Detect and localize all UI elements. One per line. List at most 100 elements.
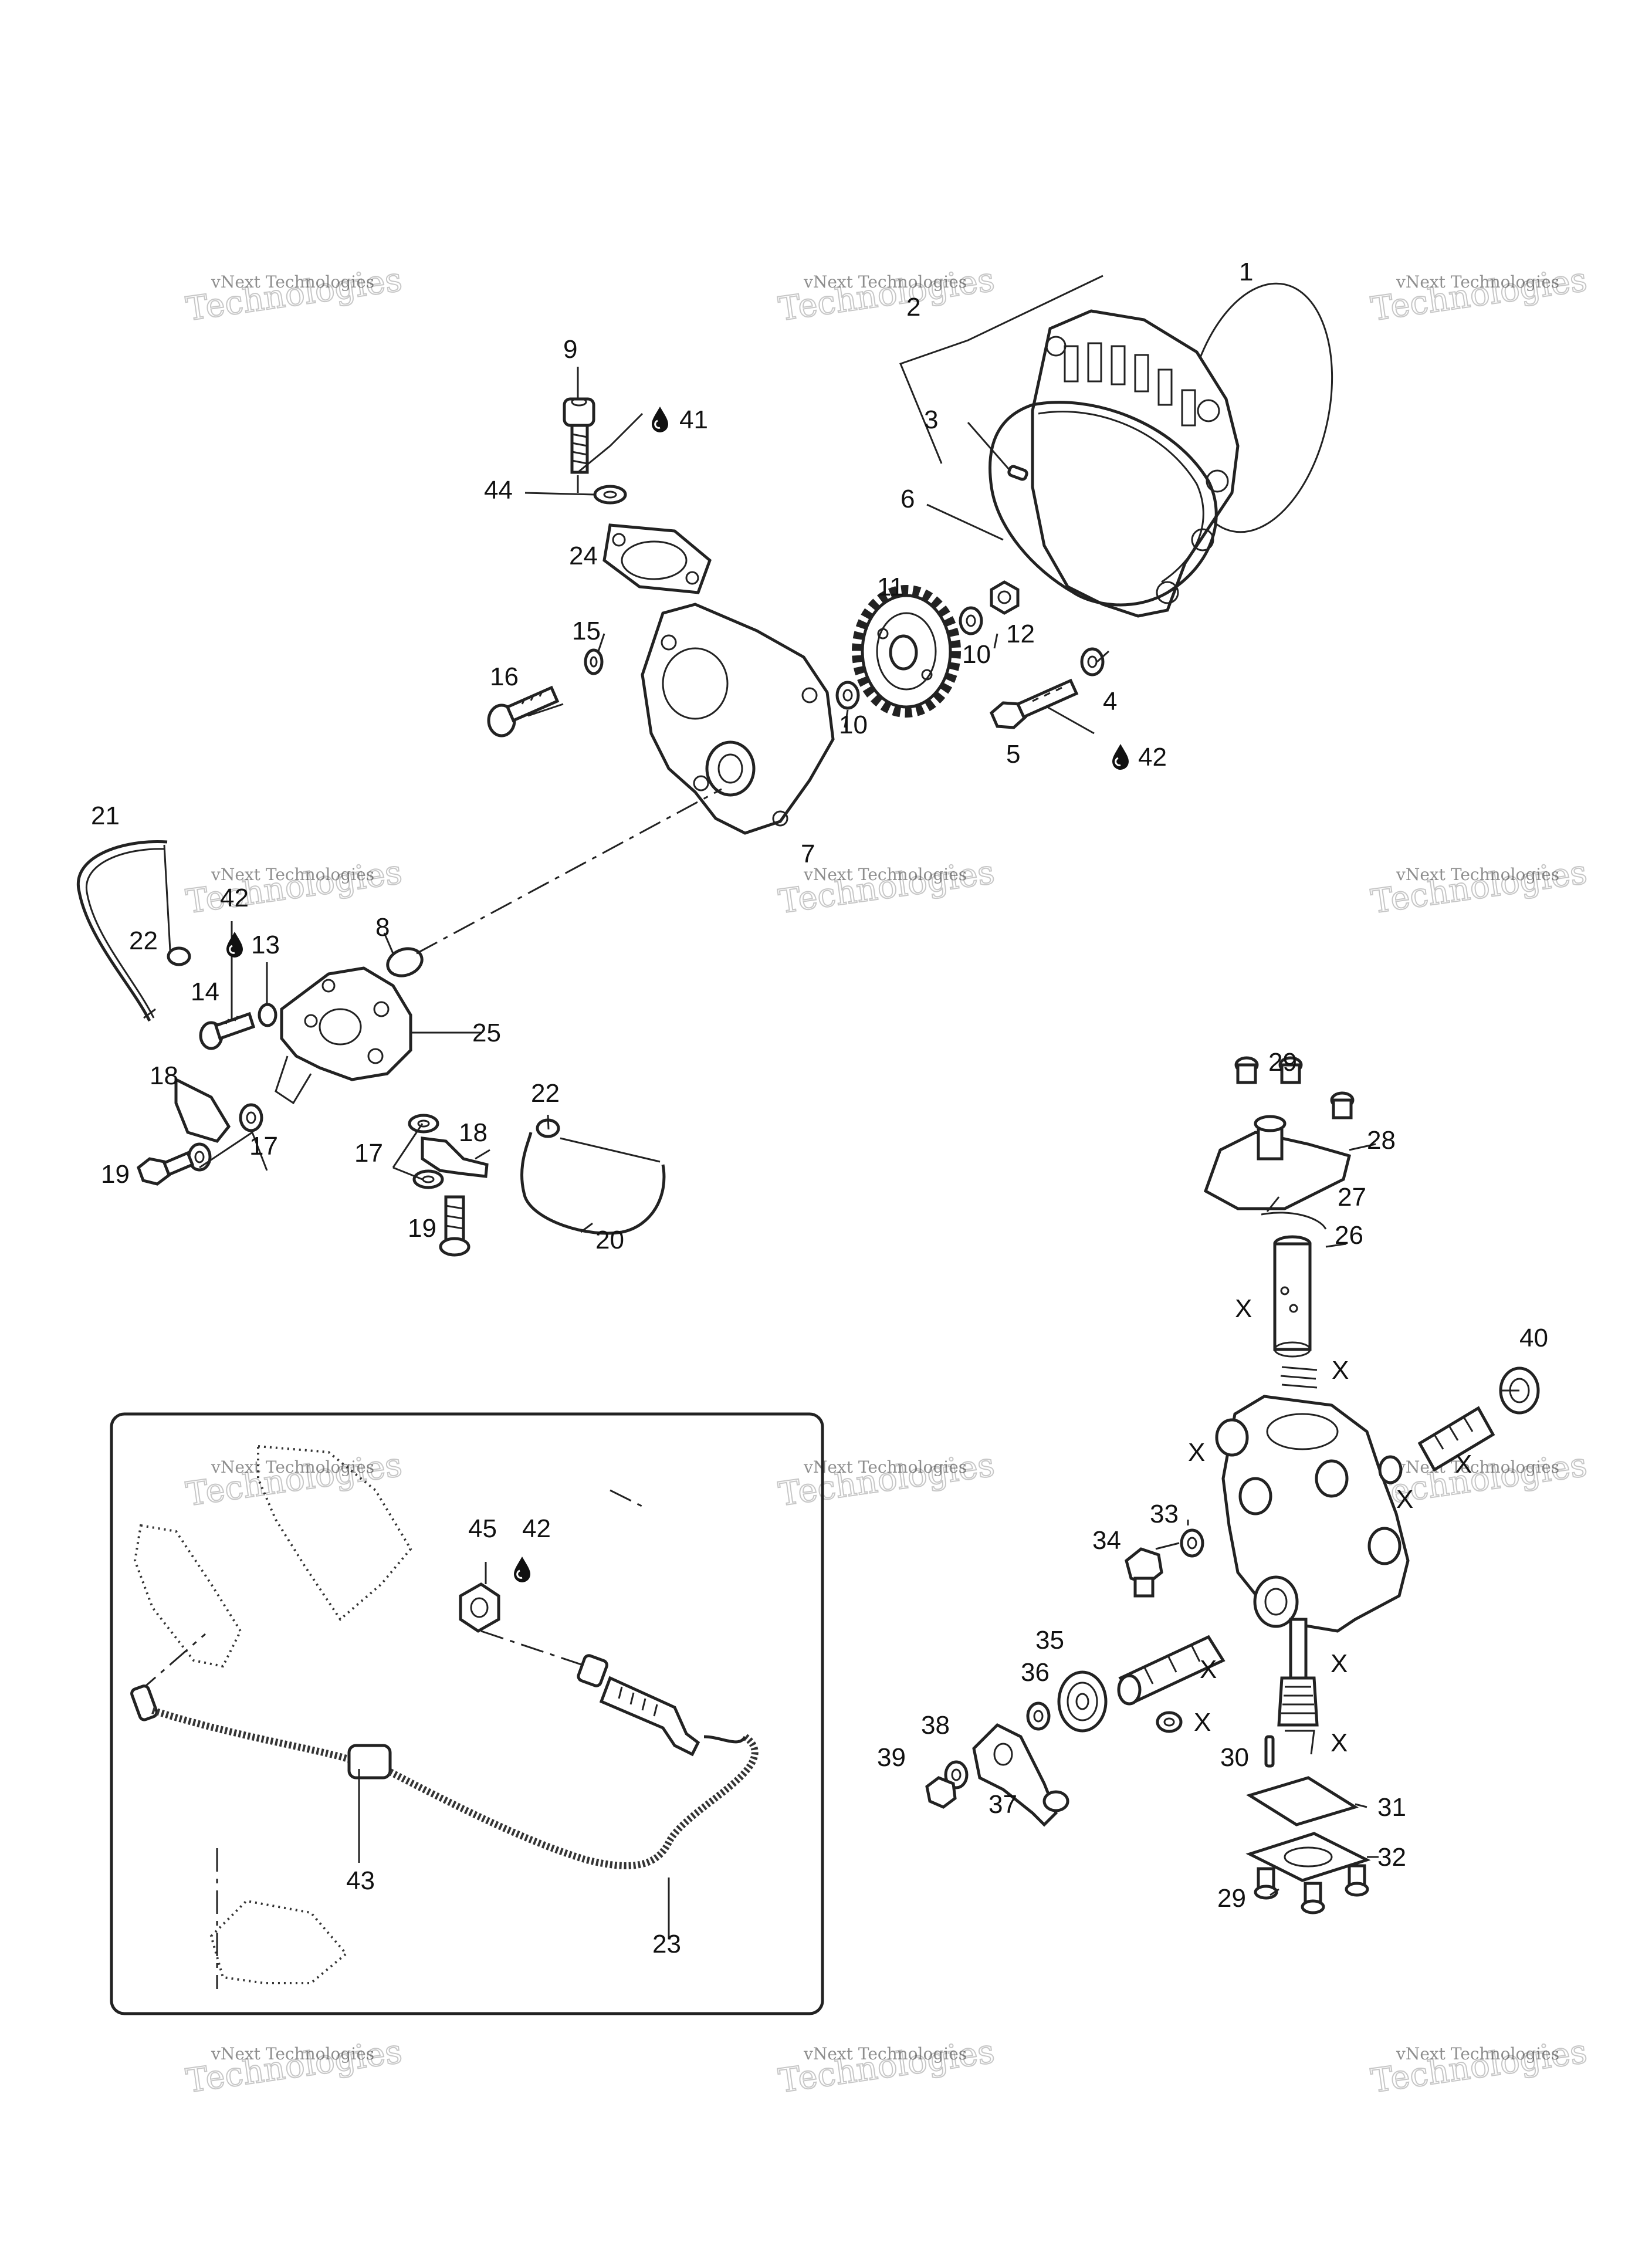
callout: 18: [459, 1118, 488, 1147]
inset-frame: [110, 1412, 824, 2015]
callout: 29: [1217, 1884, 1246, 1913]
callout: 34: [1092, 1526, 1121, 1555]
callout: X: [1188, 1438, 1205, 1467]
callout: 38: [921, 1711, 950, 1740]
callout: 16: [490, 662, 519, 691]
callout: 42: [522, 1514, 551, 1543]
callout: 28: [1367, 1126, 1396, 1155]
callout: 13: [251, 931, 280, 959]
washer-36: [1026, 1701, 1051, 1731]
plate-32: [1245, 1832, 1371, 1882]
oil-drop-icon: [651, 405, 669, 434]
callout: X: [1455, 1450, 1472, 1479]
rotary-valve-body: [1221, 1395, 1410, 1633]
screw-29-top-b: [1278, 1056, 1303, 1084]
callout: X: [1200, 1655, 1217, 1684]
callout: 42: [1138, 743, 1167, 772]
callout: 42: [220, 884, 249, 912]
watermark-small: vNext Technologies: [211, 1457, 374, 1477]
washer-44: [593, 485, 627, 505]
callout: 27: [1338, 1183, 1366, 1212]
banjo-bolt-19-right: [439, 1195, 470, 1257]
watermark-small: vNext Technologies: [1396, 865, 1559, 884]
nut-12: [990, 580, 1020, 615]
washer-13: [258, 1003, 277, 1027]
washer-17-right-b: [412, 1169, 444, 1189]
valve-cover-28: [1203, 1131, 1352, 1210]
callout: X: [1235, 1294, 1252, 1323]
pump-housing-7: [641, 603, 835, 835]
phantom-bracket-upper: [257, 1445, 412, 1621]
plug-34: [1125, 1547, 1163, 1598]
callout-labels: 1 2 3 4 5 6 7 8 9 10 10 11 12 13 14 15 1…: [91, 258, 1548, 1958]
nut-45: [459, 1582, 500, 1633]
screw-14: [199, 1012, 256, 1050]
callout: 36: [1021, 1658, 1050, 1687]
drive-gear-11: [852, 585, 961, 718]
callout: 32: [1377, 1843, 1406, 1872]
cover-ribs: [1064, 342, 1196, 427]
watermark-small: vNext Technologies: [1396, 1457, 1559, 1477]
callout: 5: [1006, 740, 1020, 769]
callout: 8: [375, 913, 390, 942]
callout: 4: [1103, 687, 1117, 716]
callout: 7: [801, 840, 815, 868]
leader-lines: [143, 275, 1519, 1896]
callout: X: [1194, 1708, 1211, 1737]
callout: 2: [906, 293, 920, 322]
nut-39: [925, 1776, 957, 1809]
callout: 6: [901, 485, 915, 513]
pulley-35: [1057, 1670, 1108, 1733]
callout: 17: [354, 1139, 383, 1168]
oil-drop-icon: [1111, 743, 1130, 771]
callout: 45: [468, 1514, 497, 1543]
callout: 15: [572, 617, 601, 645]
watermark-small: vNext Technologies: [1396, 2044, 1559, 2063]
cable-inset: [110, 1412, 824, 2015]
callout: X: [1331, 1728, 1348, 1757]
oil-pump-assembly: [76, 840, 666, 1257]
gasket-6: [989, 401, 1218, 607]
callout: 22: [531, 1079, 560, 1108]
spring: [1280, 1366, 1318, 1389]
callout: 37: [989, 1790, 1017, 1819]
callout: 41: [679, 405, 708, 434]
callout: 14: [191, 977, 219, 1006]
pump-cover: [1031, 309, 1240, 618]
callout: 30: [1220, 1743, 1249, 1772]
callout: 43: [346, 1866, 375, 1895]
watermark-large: Technologies: [184, 261, 404, 329]
banjo-bolt-19-left: [137, 1151, 195, 1186]
oil-drop-icon: [513, 1555, 532, 1584]
valve-spool: [1378, 1406, 1495, 1484]
washer-17-right-a: [408, 1114, 439, 1134]
callout: 33: [1150, 1500, 1179, 1528]
gasket-24: [602, 523, 712, 594]
watermark-large: Technologies: [776, 261, 997, 329]
phantom-lever: [133, 1524, 242, 1668]
watermark-large: Technologies: [776, 2032, 997, 2100]
callout: 31: [1377, 1793, 1406, 1822]
watermark-small: vNext Technologies: [211, 865, 374, 884]
watermark-small: vNext Technologies: [211, 2044, 374, 2063]
callout: 10: [839, 711, 868, 739]
screw-29-bottom-b: [1301, 1882, 1325, 1914]
dowel-pin-3: [1007, 465, 1028, 481]
valve-shaft-26: [1273, 1235, 1312, 1358]
screw-29-top-c: [1330, 1091, 1355, 1119]
callout: 18: [150, 1061, 178, 1090]
oil-pump-25: [280, 966, 412, 1081]
gasket-31: [1245, 1776, 1359, 1826]
callout: 10: [962, 640, 991, 669]
callout: X: [1396, 1485, 1413, 1514]
bolt-5: [989, 678, 1079, 729]
watermark-large: Technologies: [184, 2032, 404, 2100]
valve-drive-gear: [1277, 1618, 1319, 1755]
callout: 19: [408, 1214, 436, 1243]
watermark-small: vNext Technologies: [211, 272, 374, 292]
watermark-large: Technologies: [1369, 853, 1589, 921]
washer-4: [1080, 647, 1105, 676]
callout: X: [1332, 1356, 1349, 1385]
watermark-small: vNext Technologies: [803, 272, 967, 292]
screw-16: [487, 685, 560, 738]
